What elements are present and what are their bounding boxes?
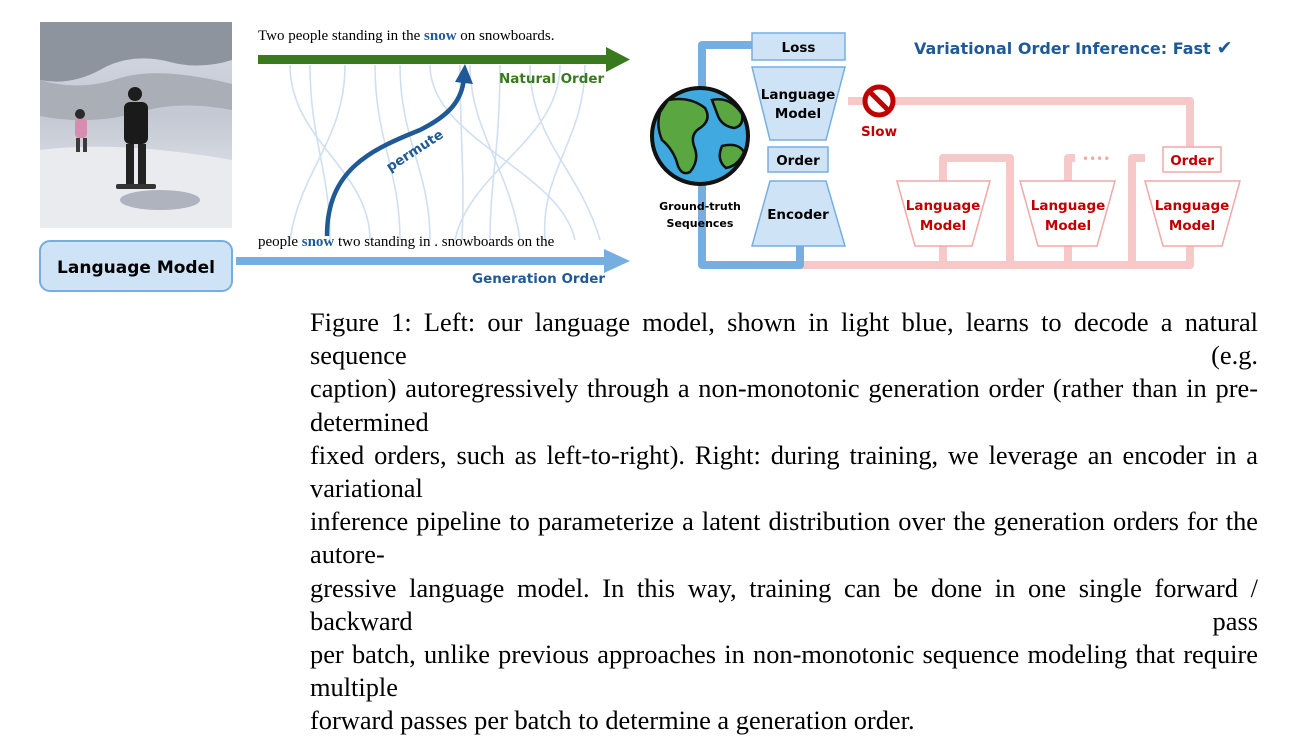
permuted-sentence: people snow two standing in . snowboards… xyxy=(258,234,555,250)
caption-line: gressive language model. In this way, tr… xyxy=(310,572,1258,636)
right-title: Variational Order Inference: Fast✔ xyxy=(914,37,1233,59)
ground-truth-label-line1: Ground-truth xyxy=(659,200,741,213)
svg-text:Language Model: Language Model xyxy=(57,258,215,278)
caption-line: per batch, unlike previous approaches in… xyxy=(310,639,1258,703)
caption-line: forward passes per batch to determine a … xyxy=(310,705,915,736)
svg-text:Language: Language xyxy=(1031,198,1106,214)
red-language-model-1: Language Model xyxy=(896,180,991,247)
language-model-trapezoid: Language Model xyxy=(751,66,846,141)
svg-text:Encoder: Encoder xyxy=(767,207,829,223)
caption-line: caption) autoregressively through a non-… xyxy=(310,373,1258,437)
svg-text:Order: Order xyxy=(776,153,820,169)
generation-order-label: Generation Order xyxy=(472,271,605,287)
snowboard-photo xyxy=(40,22,232,228)
svg-text:Language: Language xyxy=(906,198,981,214)
svg-text:Language: Language xyxy=(1155,198,1230,214)
svg-text:Model: Model xyxy=(775,106,821,122)
red-language-model-3: Language Model xyxy=(1144,180,1241,247)
ground-truth-label-line2: Sequences xyxy=(667,217,734,230)
encoder-trapezoid: Encoder xyxy=(751,180,847,247)
ellipsis: •••• xyxy=(1082,152,1110,166)
figure-caption: Figure 1: Left: our language model, show… xyxy=(310,306,1258,738)
natural-order-arrow xyxy=(258,47,630,72)
caption-line: Figure 1: Left: our language model, show… xyxy=(310,307,1258,371)
red-order-box: Order xyxy=(1162,146,1222,173)
figure-1: Two people standing in the snow on snowb… xyxy=(0,0,1298,300)
globe-icon xyxy=(650,86,750,186)
order-box: Order xyxy=(767,146,829,173)
fast-path xyxy=(698,41,804,269)
svg-text:Model: Model xyxy=(1045,218,1091,234)
svg-text:Model: Model xyxy=(920,218,966,234)
caption-line: fixed orders, such as left-to-right). Ri… xyxy=(310,439,1258,504)
no-entry-icon xyxy=(862,84,896,118)
generation-order-arrow xyxy=(236,249,630,273)
slow-label: Slow xyxy=(861,124,897,140)
red-language-model-2: Language Model xyxy=(1019,180,1116,247)
natural-order-label: Natural Order xyxy=(499,71,605,87)
svg-text:Language: Language xyxy=(761,87,836,103)
language-model-box: Language Model xyxy=(39,240,233,292)
svg-text:Order: Order xyxy=(1170,153,1214,169)
svg-text:Loss: Loss xyxy=(782,40,816,56)
svg-text:Model: Model xyxy=(1169,218,1215,234)
slow-path xyxy=(800,97,1194,269)
caption-line: inference pipeline to parameterize a lat… xyxy=(310,506,1258,570)
loss-box: Loss xyxy=(751,32,846,61)
permutation-lines xyxy=(289,64,601,241)
natural-sentence: Two people standing in the snow on snowb… xyxy=(258,28,554,44)
permute-arrow xyxy=(324,64,473,237)
